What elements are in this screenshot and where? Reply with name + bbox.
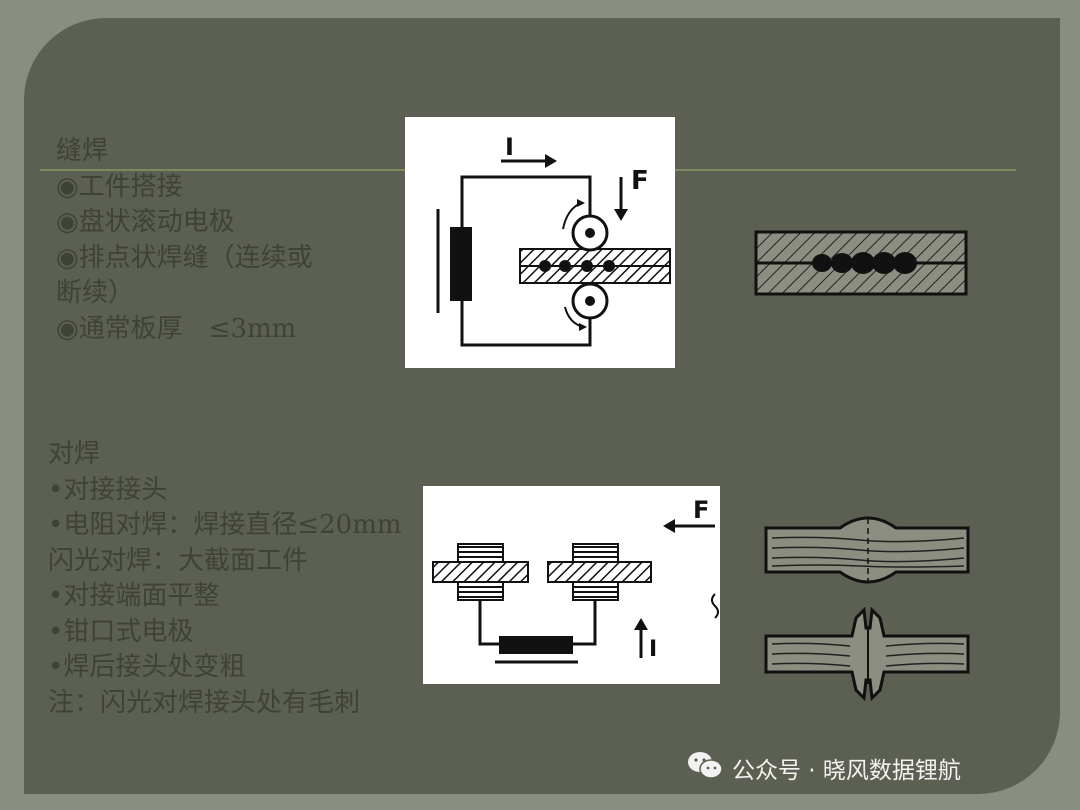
butt-welding-text: 对焊 •对接接头 •电阻对焊：焊接直径≤20mm 闪光对焊：大截面工件 •对接端…	[48, 437, 402, 721]
butt-item-6: •焊后接头处变粗	[48, 652, 246, 682]
current-label-i: I	[505, 133, 514, 161]
seam-welding-diagram: I F	[405, 117, 675, 368]
seam-item-4: 断续）	[56, 278, 135, 308]
seam-item-2: ◉盘状滚动电极	[56, 207, 235, 237]
butt-item-3: 闪光对焊：大截面工件	[48, 545, 309, 576]
butt-item-1: •对接接头	[48, 474, 168, 505]
force-label-f: F	[631, 166, 649, 196]
seam-item-3: ◉排点状焊缝（连续或	[56, 242, 313, 273]
butt-note: 注：闪光对焊接头处有毛刺	[48, 687, 361, 718]
watermark: 公众号 · 晓风数据锂航	[686, 748, 961, 788]
wechat-icon	[686, 750, 724, 786]
watermark-text: 公众号 · 晓风数据锂航	[732, 758, 961, 784]
seam-welding-title: 缝焊	[56, 136, 109, 166]
seam-welding-text: 缝焊 ◉工件搭接 ◉盘状滚动电极 ◉排点状焊缝（连续或 断续） ◉通常板厚 ≤3…	[56, 134, 313, 347]
seam-item-1: ◉工件搭接	[56, 171, 183, 202]
seam-item-5: ◉通常板厚 ≤3mm	[56, 313, 297, 344]
butt-weld-joint-profiles	[760, 500, 976, 710]
butt-force-label-f: F	[693, 496, 709, 524]
butt-item-5: •钳口式电极	[48, 616, 194, 647]
butt-item-2: •电阻对焊：焊接直径≤20mm	[48, 510, 402, 540]
butt-item-4: •对接端面平整	[48, 581, 220, 611]
butt-welding-diagram: F I	[423, 486, 720, 684]
butt-current-label-i: I	[649, 637, 657, 662]
butt-welding-title: 对焊	[48, 439, 101, 469]
seam-weld-cross-section	[750, 226, 972, 298]
